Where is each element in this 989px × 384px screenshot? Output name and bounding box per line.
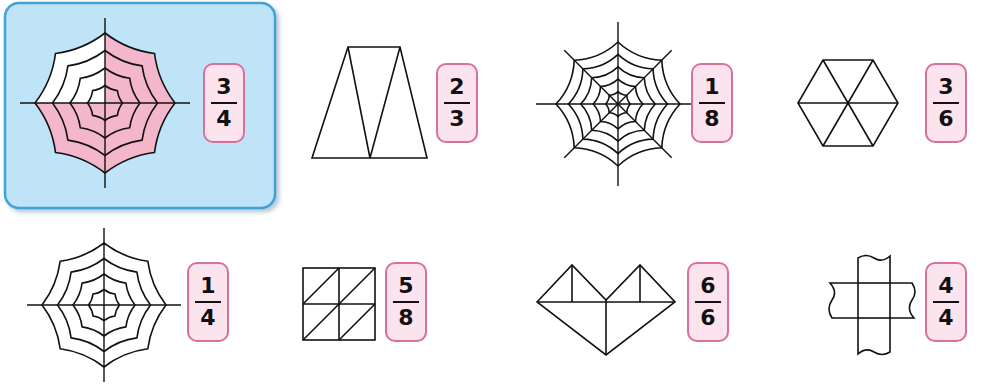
denominator: 6: [938, 107, 953, 131]
heart: [537, 265, 675, 355]
numerator: 4: [938, 274, 953, 298]
denominator: 8: [704, 107, 719, 131]
cross-shape: [829, 256, 915, 355]
fraction-bar: [933, 102, 960, 104]
web: [27, 228, 181, 382]
highlight-panel: [5, 3, 275, 208]
hexagon: [798, 60, 898, 146]
fraction-bar: [393, 301, 420, 303]
numerator: 1: [704, 75, 719, 99]
denominator: 4: [200, 306, 215, 330]
fraction-box: 58: [385, 262, 427, 342]
numerator: 3: [216, 75, 231, 99]
fraction-bar: [695, 301, 722, 303]
trapezoid: [312, 47, 427, 158]
denominator: 4: [216, 107, 231, 131]
numerator: 3: [938, 75, 953, 99]
spider-web: [536, 22, 700, 186]
denominator: 8: [398, 306, 413, 330]
fraction-box: 44: [925, 262, 967, 342]
denominator: 3: [449, 107, 464, 131]
numerator: 5: [398, 274, 413, 298]
fraction-bar: [699, 102, 726, 104]
denominator: 6: [700, 306, 715, 330]
numerator: 1: [200, 274, 215, 298]
fraction-box: 23: [436, 63, 478, 143]
numerator: 6: [700, 274, 715, 298]
square: [303, 268, 375, 340]
fraction-box: 18: [691, 63, 733, 143]
fraction-bar: [195, 301, 222, 303]
fraction-bar: [933, 301, 960, 303]
fraction-box: 36: [925, 63, 967, 143]
fraction-bar: [444, 102, 471, 104]
fraction-box: 34: [203, 63, 245, 143]
denominator: 4: [938, 306, 953, 330]
fraction-box: 14: [187, 262, 229, 342]
fraction-bar: [211, 102, 238, 104]
fraction-box: 66: [687, 262, 729, 342]
numerator: 2: [449, 75, 464, 99]
shaded-web: [20, 18, 190, 188]
